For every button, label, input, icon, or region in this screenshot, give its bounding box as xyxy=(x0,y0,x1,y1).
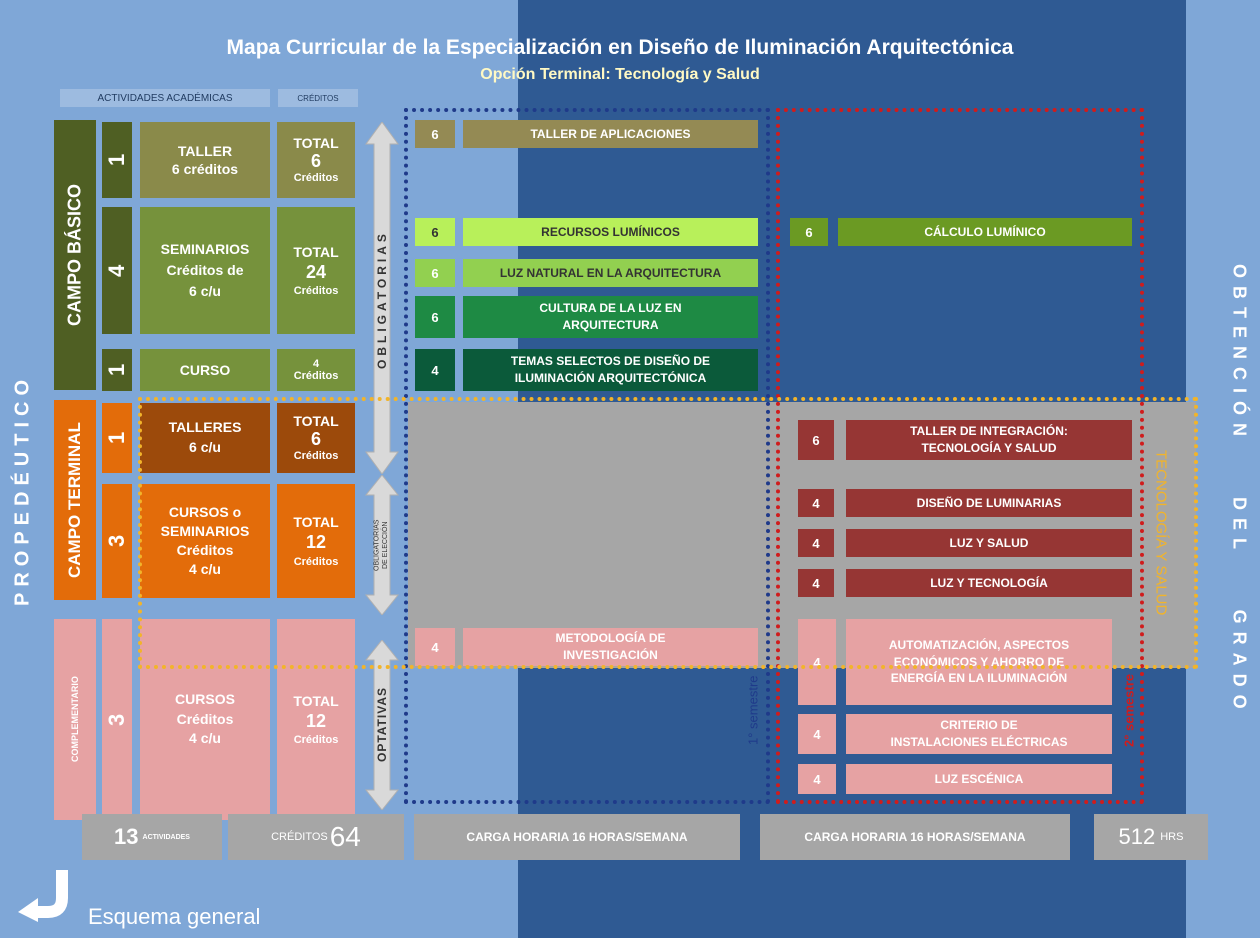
arrow-label-optional: OPTATIVAS xyxy=(375,687,389,763)
terminal-frame xyxy=(138,397,1198,669)
credits-label: Créditos xyxy=(293,172,339,185)
credits-label: Créditos xyxy=(293,370,339,382)
course-credit-box: 4 xyxy=(798,569,834,597)
total-label: TOTAL xyxy=(293,243,339,260)
total-credits: 6 xyxy=(310,429,321,450)
total-credits: 12 xyxy=(305,710,327,731)
course-box: TALLER DE APLICACIONES xyxy=(463,120,758,148)
total-box: TOTAL 12 Créditos xyxy=(277,484,355,598)
arrow-mandatory xyxy=(365,122,399,474)
total-box: 4 Créditos xyxy=(277,349,355,391)
header-activities: ACTIVIDADES ACADÉMICAS xyxy=(60,89,270,107)
course-box: CULTURA DE LA LUZ EN ARQUITECTURA xyxy=(463,296,758,338)
credits-label: Créditos xyxy=(293,285,339,298)
count-box: 1 xyxy=(102,122,132,198)
course-credit-box: 6 xyxy=(790,218,828,246)
course-credit-box: 6 xyxy=(415,259,455,287)
course-box: TEMAS SELECTOS DE DISEÑO DE ILUMINACIÓN … xyxy=(463,349,758,391)
course-credit-box: 4 xyxy=(798,529,834,557)
course-box: DISEÑO DE LUMINARIAS xyxy=(846,489,1132,517)
page-title: Mapa Curricular de la Especialización en… xyxy=(226,36,1014,59)
course-box: METODOLOGÍA DE INVESTIGACIÓN xyxy=(463,628,758,666)
footer-hours-label: HRS xyxy=(1160,831,1184,843)
count-box: 4 xyxy=(102,207,132,334)
count-box: 1 xyxy=(102,403,132,473)
course-credit-box: 4 xyxy=(798,714,836,754)
credits-label: Créditos xyxy=(293,734,339,747)
credits-label: Créditos xyxy=(293,555,339,568)
total-box: TOTAL 6 Créditos xyxy=(277,403,355,473)
side-label-obtencion: OBTENCIÓN DEL GRADO xyxy=(1229,263,1250,717)
nav-label[interactable]: Esquema general xyxy=(88,904,261,929)
back-arrow-icon xyxy=(18,870,68,922)
arrow-optional xyxy=(364,640,400,810)
course-credit-box: 6 xyxy=(415,218,455,246)
course-credit-box: 4 xyxy=(798,764,836,794)
arrow-label-mandatory: OBLIGATORIAS xyxy=(375,230,389,370)
semester2-label: 2° semestre xyxy=(1121,673,1137,747)
course-box: TALLER DE INTEGRACIÓN: TECNOLOGÍA Y SALU… xyxy=(846,420,1132,460)
course-box: CRITERIO DE INSTALACIONES ELÉCTRICAS xyxy=(846,714,1112,754)
total-label: TOTAL xyxy=(293,514,339,531)
course-box: LUZ NATURAL EN LA ARQUITECTURA xyxy=(463,259,758,287)
course-credit-box: 4 xyxy=(415,349,455,391)
activity-box: CURSO xyxy=(140,349,270,391)
footer-credits-num: 64 xyxy=(329,821,361,852)
footer-credits: CRÉDITOS 64 xyxy=(228,814,404,860)
field-basic: CAMPO BÁSICO xyxy=(54,120,96,390)
course-credit-box: 6 xyxy=(798,420,834,460)
side-label-propedeutico: PROPEDÉUTICO xyxy=(11,373,34,607)
course-box: LUZ Y TECNOLOGÍA xyxy=(846,569,1132,597)
count-box: 1 xyxy=(102,349,132,391)
footer-activities-num: 13 xyxy=(114,824,139,849)
total-box: TOTAL 12 Créditos xyxy=(277,619,355,820)
total-label: TOTAL xyxy=(293,135,339,152)
total-box: TOTAL 24 Créditos xyxy=(277,207,355,334)
course-credit-box: 6 xyxy=(415,296,455,338)
total-label: TOTAL xyxy=(293,413,339,430)
footer-load-1: CARGA HORARIA 16 HORAS/SEMANA xyxy=(414,814,740,860)
course-box: LUZ ESCÉNICA xyxy=(846,764,1112,794)
option-label: TECNOLOGÍA Y SALUD xyxy=(1152,450,1170,616)
header-credits: CRÉDITOS xyxy=(278,89,358,107)
activity-box: CURSOS Créditos 4 c/u xyxy=(140,619,270,820)
total-credits: 4 xyxy=(312,357,320,370)
count-box: 3 xyxy=(102,484,132,598)
back-button[interactable] xyxy=(12,868,82,922)
activity-box: CURSOS o SEMINARIOS Créditos 4 c/u xyxy=(140,484,270,598)
total-credits: 12 xyxy=(305,532,327,553)
course-box: AUTOMATIZACIÓN, ASPECTOS ECONÓMICOS Y AH… xyxy=(846,619,1112,705)
footer-activities-label: ACTIVIDADES xyxy=(142,833,190,841)
footer-hours-num: 512 xyxy=(1118,824,1156,849)
page-subtitle: Opción Terminal: Tecnología y Salud xyxy=(480,66,760,83)
total-credits: 6 xyxy=(310,151,321,172)
credits-label: Créditos xyxy=(293,450,339,463)
course-credit-box: 4 xyxy=(798,489,834,517)
semester1-frame xyxy=(404,108,770,804)
course-box: CÁLCULO LUMÍNICO xyxy=(838,218,1132,246)
total-label: TOTAL xyxy=(293,692,339,709)
semester2-frame xyxy=(776,108,1144,804)
total-box: TOTAL 6 Créditos xyxy=(277,122,355,198)
course-credit-box: 4 xyxy=(415,628,455,666)
footer-credits-label: CRÉDITOS xyxy=(271,831,328,843)
course-box: LUZ Y SALUD xyxy=(846,529,1132,557)
footer-hours: 512 HRS xyxy=(1094,814,1208,860)
count-box: 3 xyxy=(102,619,132,820)
course-credit-box: 4 xyxy=(798,619,836,705)
activity-box: TALLERES 6 c/u xyxy=(140,403,270,473)
semester1-label: 1° semestre xyxy=(745,675,761,745)
activity-box: SEMINARIOS Créditos de 6 c/u xyxy=(140,207,270,334)
field-terminal: CAMPO TERMINAL xyxy=(54,400,96,600)
course-credit-box: 6 xyxy=(415,120,455,148)
footer-load-2: CARGA HORARIA 16 HORAS/SEMANA xyxy=(760,814,1070,860)
footer-activities: 13 ACTIVIDADES xyxy=(82,814,222,860)
arrow-elective xyxy=(364,475,400,615)
course-box: RECURSOS LUMÍNICOS xyxy=(463,218,758,246)
total-credits: 24 xyxy=(305,261,327,282)
right-side-panel xyxy=(1186,0,1260,938)
field-complementary: COMPLEMENTARIO xyxy=(54,619,96,820)
activity-box: TALLER 6 créditos xyxy=(140,122,270,198)
